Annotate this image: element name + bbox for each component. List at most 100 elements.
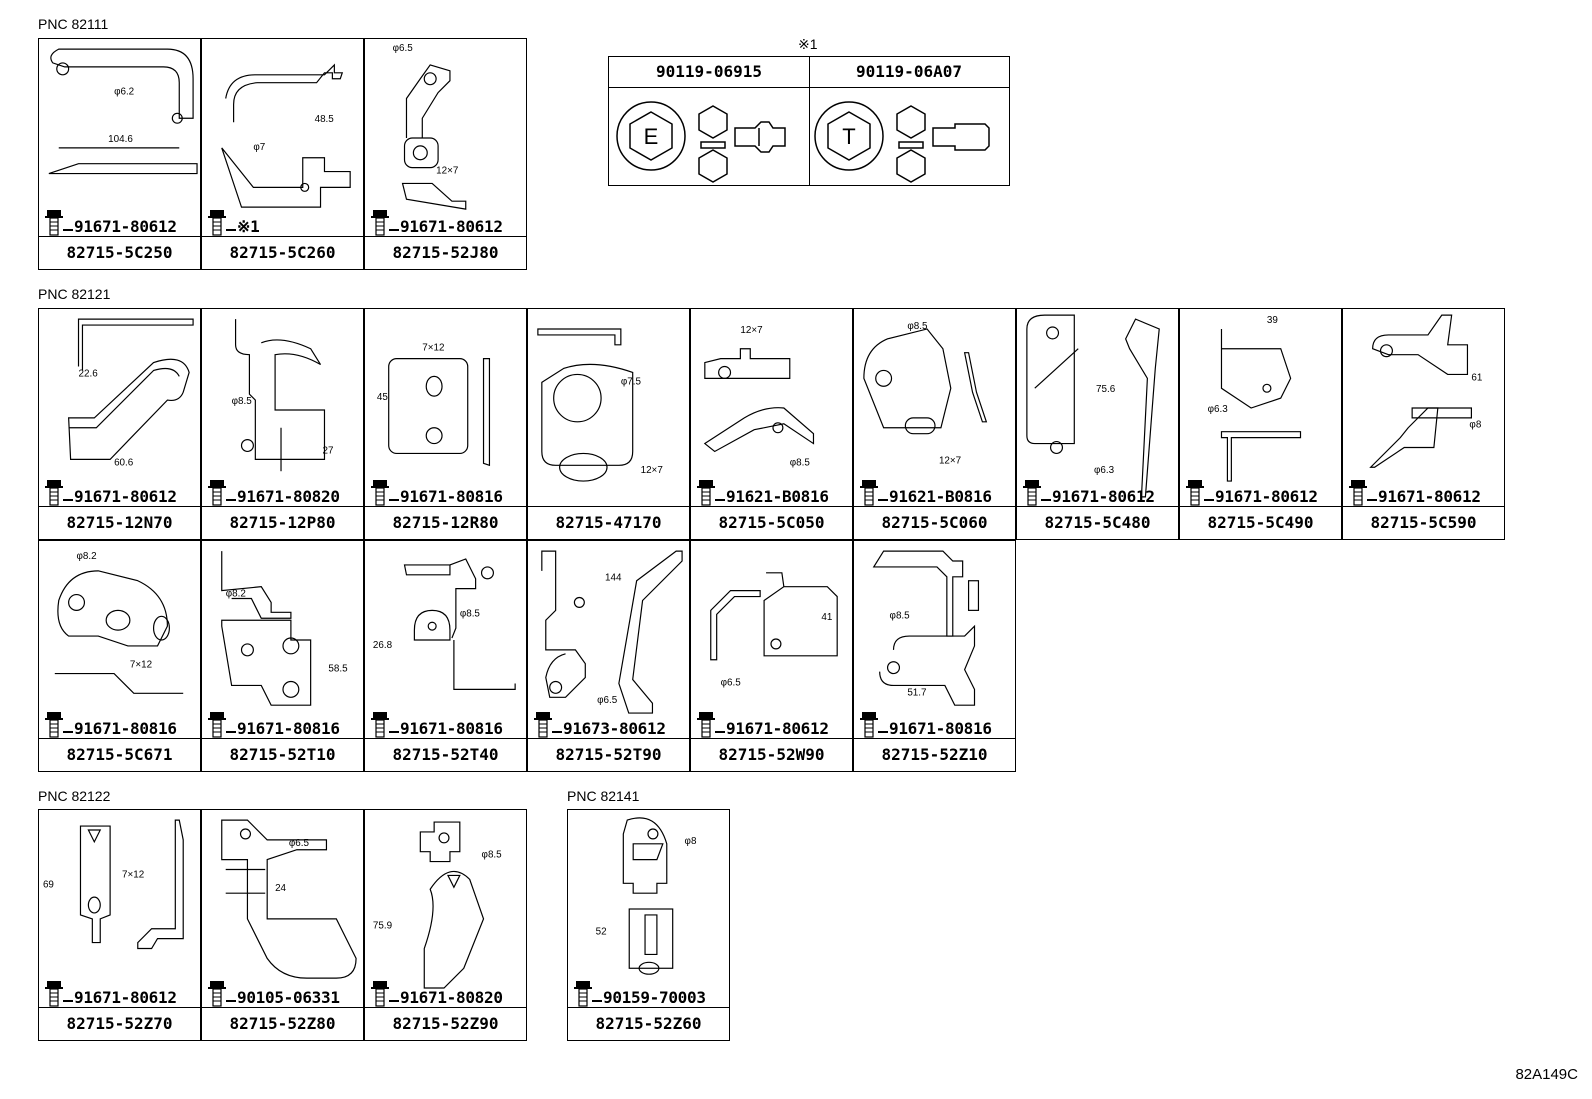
dimension-label: φ7.5 <box>621 376 642 387</box>
dimension-label: 75.9 <box>373 921 393 932</box>
bolt-number: 91671-80612 <box>400 217 503 236</box>
bolt-callout: 91671-80820 <box>206 476 340 506</box>
section-label-82121: PNC 82121 <box>38 286 111 302</box>
dimension-label: φ6.5 <box>597 695 618 706</box>
part-number: 82715-5C060 <box>854 506 1015 539</box>
part-number: 82715-52T10 <box>202 738 363 771</box>
bolt-number: 91671-80820 <box>237 487 340 506</box>
bolt-callout: 91671-80612 <box>43 206 177 236</box>
dimension-label: 12×7 <box>740 325 762 336</box>
part-number: 82715-12R80 <box>365 506 526 539</box>
legend-part-t: 90119-06A07 <box>809 57 1009 88</box>
dimension-label: 7×12 <box>122 869 144 880</box>
bolt-number: 90159-70003 <box>603 988 706 1007</box>
bolt-callout: 91671-80612 <box>1021 476 1155 506</box>
part-number: 82715-12N70 <box>39 506 200 539</box>
dimension-label: 12×7 <box>939 455 961 466</box>
bolt-callout: 91673-80612 <box>532 708 666 738</box>
bolt-icon <box>533 711 562 738</box>
dimension-label: φ8 <box>685 836 697 847</box>
bolt-number: 91671-80612 <box>1378 487 1481 506</box>
bolt-callout: 91671-80816 <box>369 708 503 738</box>
part-drawing: 12×7 φ8.5 <box>691 309 852 507</box>
legend-drawings: E T <box>616 101 990 183</box>
dimension-label: 27 <box>323 445 334 456</box>
bolt-number: 91671-80612 <box>74 487 177 506</box>
bolt-callout: 91671-80820 <box>369 977 503 1007</box>
part-number: 82715-52Z90 <box>365 1007 526 1040</box>
part-number: 82715-5C490 <box>1180 506 1341 539</box>
bolt-number: 91671-80816 <box>237 719 340 738</box>
dimension-label: φ8.2 <box>77 551 97 562</box>
dimension-label: φ8.5 <box>890 610 911 621</box>
dimension-label: φ7 <box>253 142 265 153</box>
bolt-icon <box>1348 479 1377 506</box>
legend-part-e: 90119-06915 <box>609 57 809 88</box>
legend-mark: ※1 <box>798 36 818 52</box>
bracket-drawing: 48.5 φ7 <box>221 63 351 208</box>
bolt-number: 91671-80612 <box>726 719 829 738</box>
dimension-label: 58.5 <box>328 664 348 675</box>
dimension-label: 24 <box>275 883 286 894</box>
bolt-icon <box>44 209 73 236</box>
part-number: 82715-52T40 <box>365 738 526 771</box>
bolt-number: 91671-80816 <box>889 719 992 738</box>
dimension-label: 60.6 <box>114 457 134 468</box>
part-number: 82715-52Z10 <box>854 738 1015 771</box>
section-label-82122: PNC 82122 <box>38 788 111 804</box>
part-number: 82715-5C480 <box>1017 506 1178 539</box>
bolt-callout: 90159-70003 <box>572 977 706 1007</box>
bolt-icon <box>44 711 73 738</box>
bolt-number: ※1 <box>237 217 260 236</box>
bracket-drawing: φ8.27×12 <box>54 551 184 694</box>
legend-symbol-e: E <box>644 124 659 149</box>
bolt-icon <box>207 479 236 506</box>
dimension-label: 12×7 <box>436 166 458 177</box>
bracket-drawing: 12×7 φ8.5 <box>703 325 815 468</box>
dimension-label: 12×7 <box>641 465 663 476</box>
bracket-drawing: φ8.512×7 <box>863 321 988 466</box>
bolt-number: 91671-80816 <box>74 719 177 738</box>
dimension-label: φ8.5 <box>790 457 811 468</box>
bolt-icon <box>1022 479 1051 506</box>
dimension-label: φ6.5 <box>721 677 742 688</box>
part-number: 82715-52T90 <box>528 738 689 771</box>
part-number: 82715-47170 <box>528 506 689 539</box>
dimension-label: φ8 <box>1469 420 1481 431</box>
bolt-icon <box>370 209 399 236</box>
bracket-drawing: φ8.258.5 <box>221 551 348 706</box>
dimension-label: 48.5 <box>315 114 335 125</box>
bolt-icon <box>370 980 399 1007</box>
bolt-callout: 91671-80612 <box>1184 476 1318 506</box>
part-number: 82715-52Z60 <box>568 1007 729 1040</box>
part-cell: φ7.5 12×7 82715-47170 <box>527 308 690 540</box>
section-label-82111: PNC 82111 <box>38 16 109 32</box>
bolt-callout: 91671-80816 <box>43 708 177 738</box>
part-number: 82715-52Z70 <box>39 1007 200 1040</box>
